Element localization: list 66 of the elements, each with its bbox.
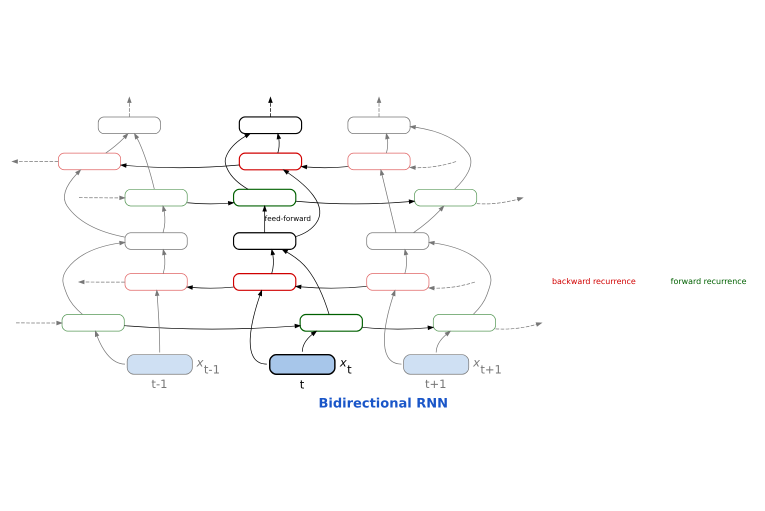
node-label: t-1 <box>151 376 168 390</box>
arrow <box>134 132 155 189</box>
arrow <box>124 323 302 329</box>
arrow <box>162 204 166 232</box>
caption: Bidirectional RNN <box>318 396 448 411</box>
arrow <box>282 168 320 236</box>
edge-label: feed-forward <box>264 214 311 223</box>
node-box <box>124 232 188 250</box>
node-box <box>366 272 430 290</box>
arrow <box>362 325 434 330</box>
arrow <box>376 96 382 117</box>
arrow <box>62 240 126 314</box>
arrow <box>268 96 273 117</box>
node-box <box>348 152 410 170</box>
node-label: t+1 <box>424 376 447 390</box>
arrow <box>262 204 267 232</box>
arrow <box>224 132 252 190</box>
arrow <box>127 96 132 117</box>
arrow <box>476 196 524 204</box>
arrow <box>385 132 390 153</box>
node-box <box>124 188 188 206</box>
arrow <box>276 132 282 153</box>
node-box <box>232 188 296 206</box>
arrow <box>11 158 59 164</box>
arrow <box>78 195 126 200</box>
arrow <box>186 200 235 205</box>
arrow <box>495 322 543 329</box>
arrow <box>105 132 129 153</box>
node-box <box>124 272 188 290</box>
arrow <box>404 248 408 274</box>
arrow <box>154 288 160 352</box>
node-box <box>58 152 122 170</box>
node-box <box>238 152 302 170</box>
node-box <box>348 116 410 134</box>
arrow <box>409 124 472 189</box>
arrow <box>162 248 167 274</box>
arrow <box>78 279 126 284</box>
node-box <box>232 272 296 290</box>
node-box <box>366 232 430 250</box>
node-box <box>414 188 478 206</box>
arrow <box>281 248 330 314</box>
arrow <box>186 284 234 290</box>
arrow <box>270 248 276 274</box>
arrow <box>413 204 444 232</box>
arrow <box>94 330 126 364</box>
arrow <box>380 168 396 232</box>
node-box <box>232 232 296 250</box>
arrow <box>120 162 240 168</box>
arrow <box>428 281 476 290</box>
node-box <box>98 116 161 134</box>
node-label: t <box>300 377 304 392</box>
arrow <box>16 320 63 325</box>
arrow <box>294 284 367 289</box>
arrow <box>302 330 318 352</box>
node-box <box>432 314 496 332</box>
node-box <box>238 116 302 134</box>
node-box <box>300 313 363 332</box>
arrow <box>250 288 268 364</box>
arrow <box>436 330 452 352</box>
arrow <box>296 198 416 204</box>
arrow <box>409 160 456 170</box>
arrow <box>428 240 492 314</box>
arrow <box>64 168 126 237</box>
arrow <box>300 164 348 169</box>
node-box <box>62 314 125 332</box>
arrow <box>384 288 402 364</box>
